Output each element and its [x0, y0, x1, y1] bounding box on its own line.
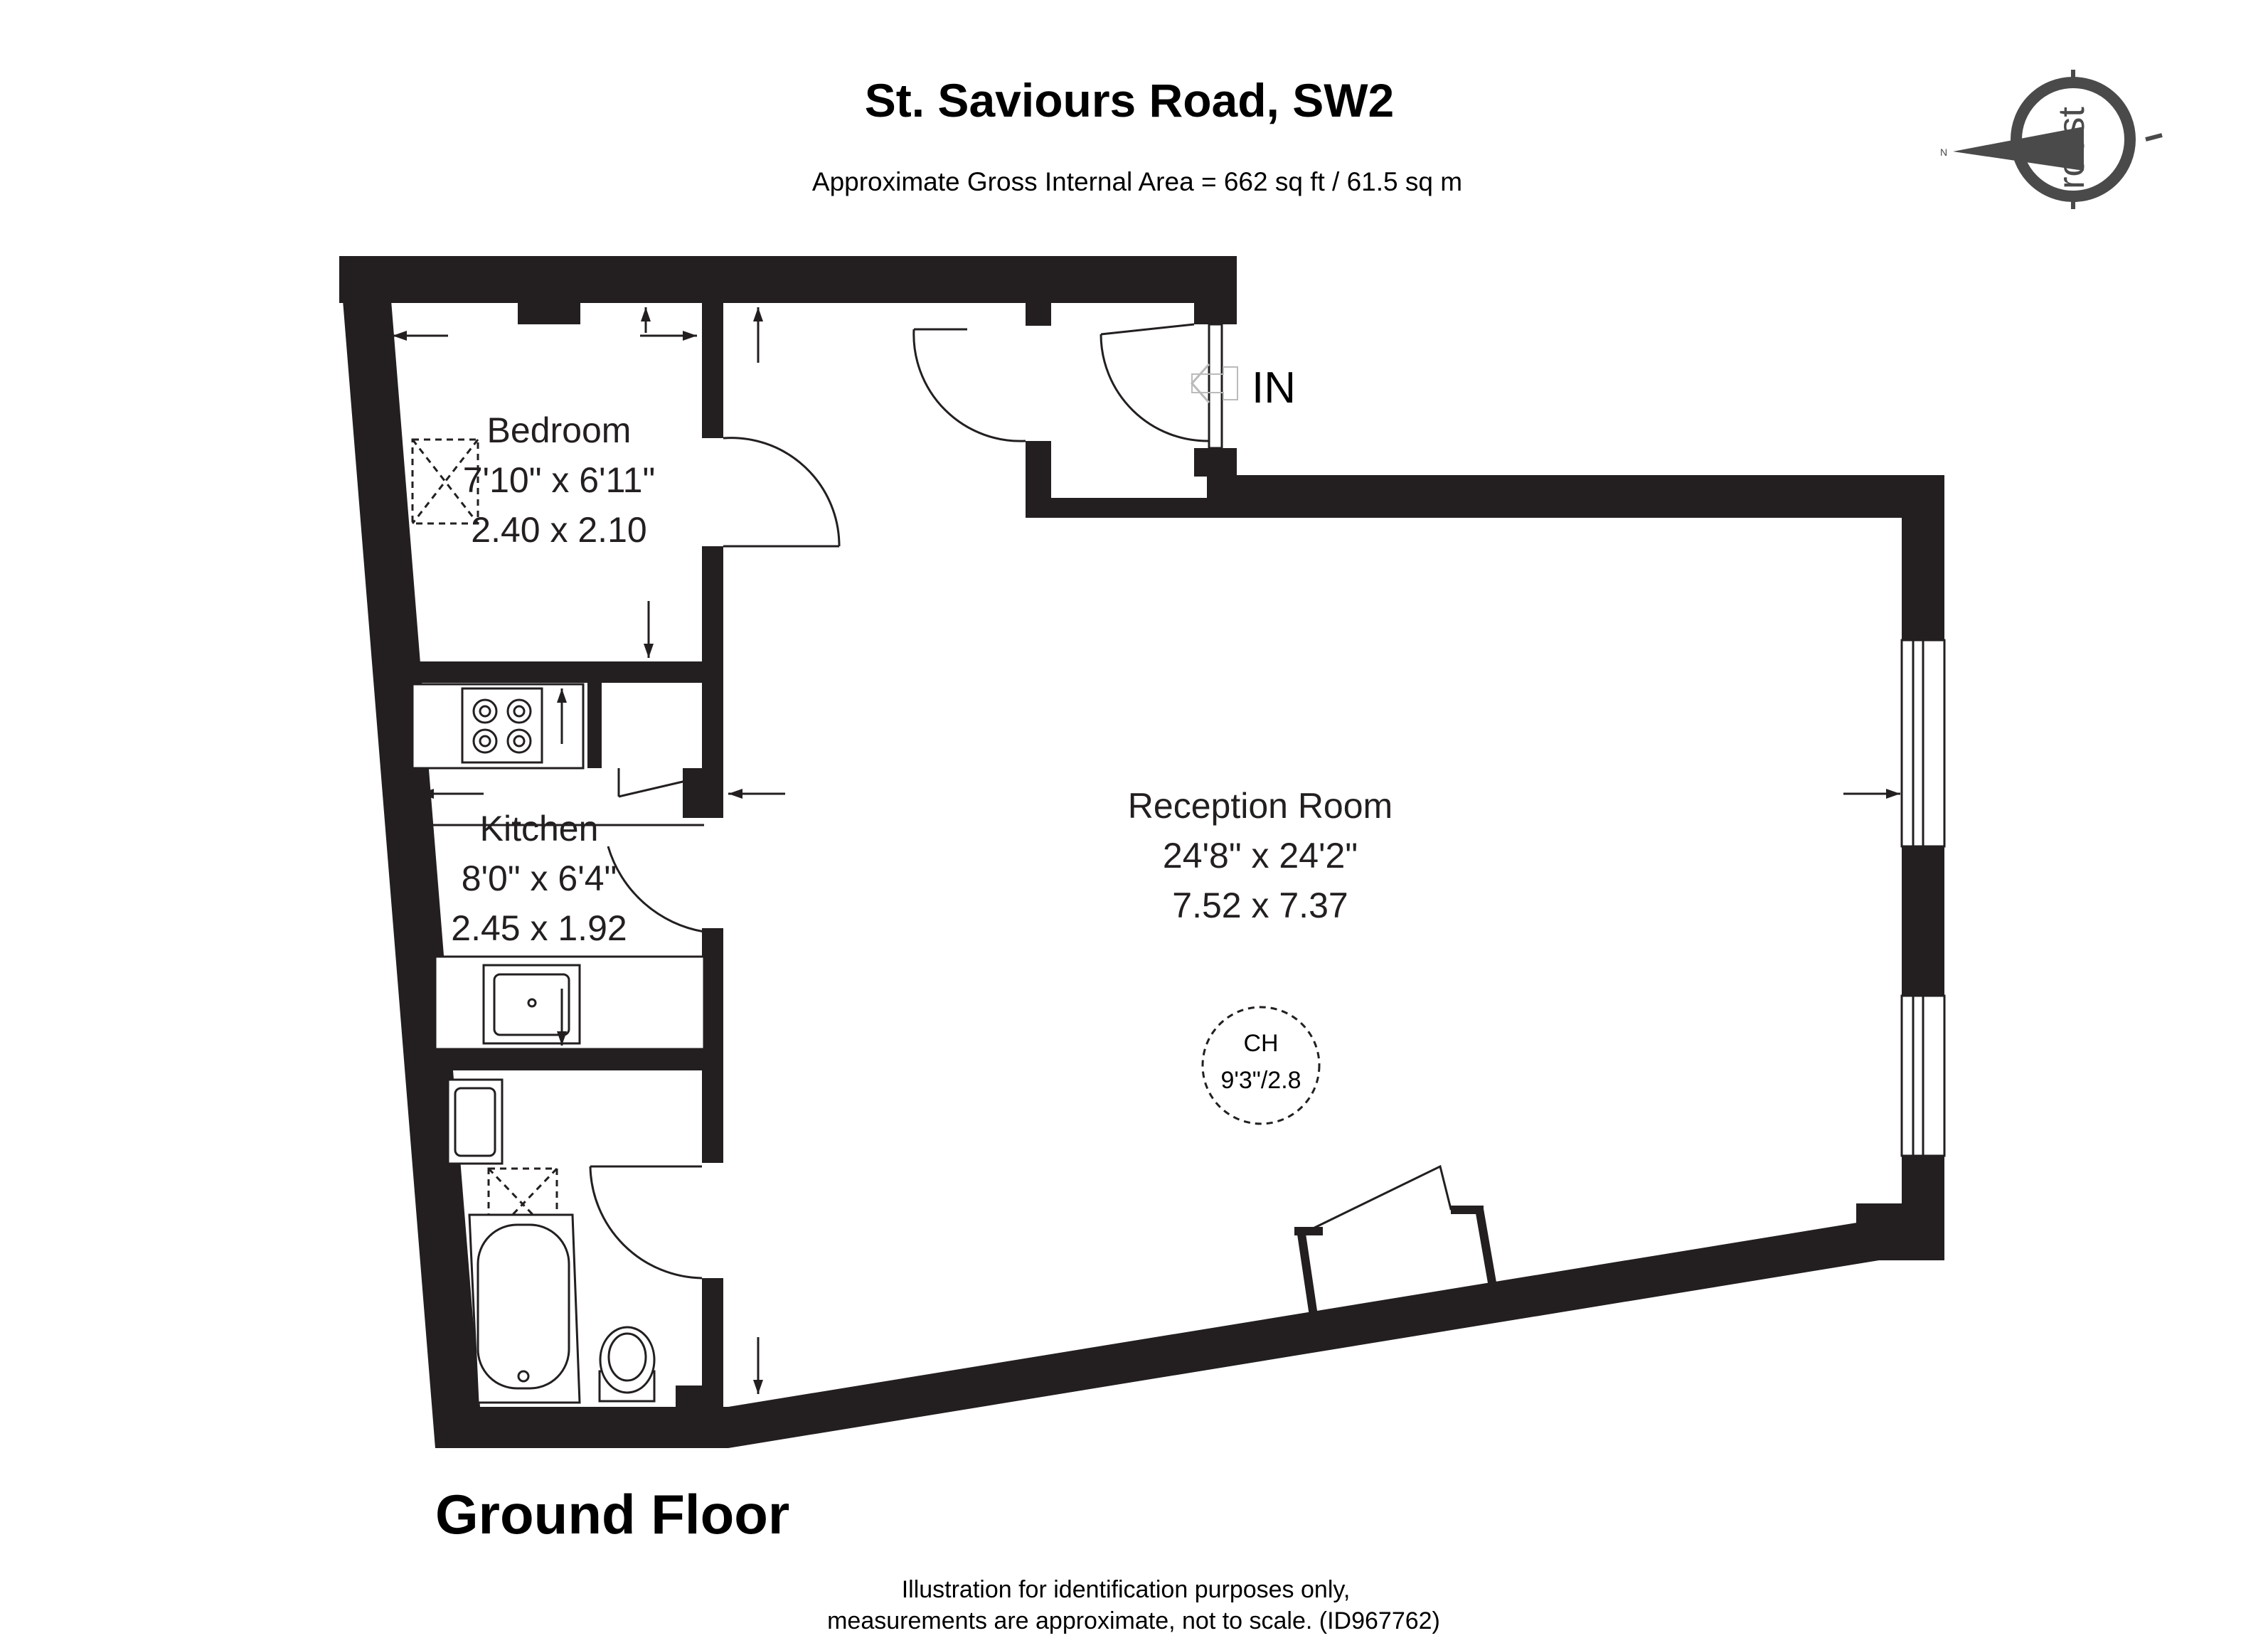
room-kitchen: Kitchen 8'0" x 6'4" 2.45 x 1.92 [451, 809, 627, 948]
interior-walls [388, 303, 723, 1407]
bedroom-metric: 2.40 x 2.10 [471, 510, 646, 550]
area-summary: Approximate Gross Internal Area = 662 sq… [812, 167, 1462, 196]
compass-logo: roost N [1940, 70, 2163, 209]
fixtures [411, 438, 706, 1404]
kitchen-imperial: 8'0" x 6'4" [462, 858, 617, 898]
bath-icon [468, 1213, 581, 1404]
room-reception: Reception Room 24'8" x 24'2" 7.52 x 7.37 [1128, 786, 1393, 925]
north-label: N [1940, 147, 1947, 158]
kitchen-name: Kitchen [480, 809, 599, 849]
ceiling-height-marker: CH 9'3"/2.8 [1201, 1006, 1321, 1125]
entrance-label: IN [1252, 363, 1296, 413]
footer-line-2: measurements are approximate, not to sca… [827, 1607, 1440, 1634]
floor-label: Ground Floor [435, 1483, 789, 1546]
entrance-arrow-icon [1190, 363, 1210, 403]
sink-icon [482, 964, 581, 1045]
hob-icon [461, 687, 543, 764]
bedroom-imperial: 7'10" x 6'11" [463, 460, 656, 500]
plan-title: St. Saviours Road, SW2 [865, 74, 1395, 127]
footer-line-1: Illustration for identification purposes… [902, 1576, 1351, 1603]
reception-metric: 7.52 x 7.37 [1172, 886, 1348, 925]
skylight-icon [411, 438, 479, 525]
basin-icon [447, 1078, 504, 1165]
logo-text: roost [2051, 107, 2092, 189]
ceiling-label: CH [1243, 1030, 1278, 1057]
exterior-walls [339, 256, 1944, 1448]
doors [427, 323, 1500, 1331]
entrance-marker: IN [1190, 363, 1296, 413]
dimension-markers [393, 307, 1900, 1394]
bedroom-name: Bedroom [487, 410, 632, 450]
north-arrow-icon [1953, 127, 2084, 171]
reception-name: Reception Room [1128, 786, 1393, 826]
kitchen-metric: 2.45 x 1.92 [451, 908, 627, 948]
reception-imperial: 24'8" x 24'2" [1163, 836, 1358, 876]
room-bedroom: Bedroom 7'10" x 6'11" 2.40 x 2.10 [463, 410, 656, 550]
ceiling-value: 9'3"/2.8 [1220, 1067, 1301, 1094]
windows [1900, 639, 1946, 1157]
